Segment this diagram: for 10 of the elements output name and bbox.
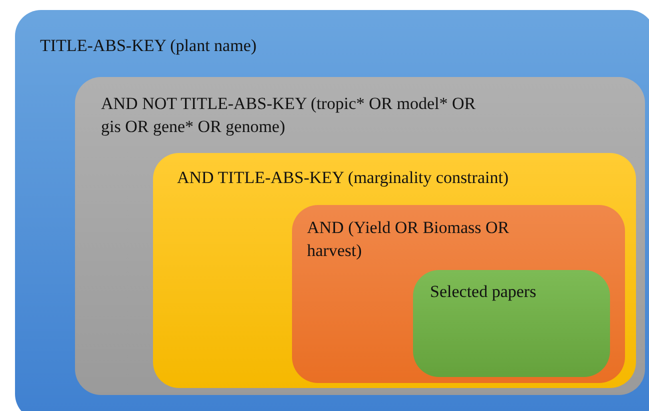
query-text: AND (Yield OR Biomass OR harvest) [307, 217, 510, 262]
query-text: AND TITLE-ABS-KEY (marginality constraint) [177, 167, 510, 189]
query-text: AND NOT TITLE-ABS-KEY (tropic* OR model* OR gis OR gene* OR genome) [101, 93, 477, 138]
query-box [75, 77, 645, 395]
query-text: TITLE-ABS-KEY (plant name) [40, 35, 258, 57]
query-box [413, 270, 610, 377]
query-box [153, 153, 636, 388]
query-text: Selected papers [430, 281, 538, 303]
query-box [292, 205, 625, 383]
query-box [15, 10, 649, 411]
